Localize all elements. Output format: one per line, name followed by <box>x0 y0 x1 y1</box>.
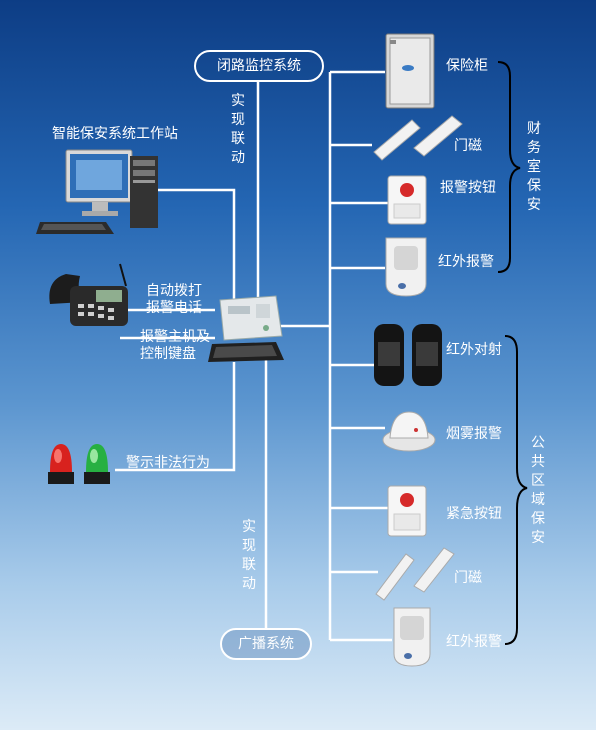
infrared-detector-icon <box>385 237 427 297</box>
device-label-smoke: 烟雾报警 <box>446 426 502 442</box>
workstation-label: 智能保安系统工作站 <box>52 126 178 142</box>
workstation-icon <box>36 149 158 234</box>
safe-icon <box>385 33 435 109</box>
alarm-host-label: 报警主机及 控制键盘 <box>140 329 210 362</box>
phone-icon <box>49 263 128 326</box>
alarm-button-icon <box>387 175 427 225</box>
broadcast-system-node: 广播系统 <box>220 628 312 660</box>
device-label-emergency-button: 紧急按钮 <box>446 506 502 522</box>
device-label-infrared-beam: 红外对射 <box>446 342 502 358</box>
device-label-alarm-button: 报警按钮 <box>440 180 496 196</box>
warning-label: 警示非法行为 <box>126 455 210 471</box>
infrared-beam-icon <box>374 324 442 386</box>
broadcast-system-label: 广播系统 <box>238 636 294 652</box>
warning-lights-icon <box>48 444 110 484</box>
linkage-label-top: 实现联动 <box>231 93 245 166</box>
device-label-safe: 保险柜 <box>446 58 488 74</box>
group-label-public: 公共区域保安 <box>531 435 545 546</box>
device-label-door-magnet-2: 门磁 <box>454 570 482 586</box>
cctv-system-node: 闭路监控系统 <box>194 50 324 82</box>
autodial-label: 自动拨打 报警电话 <box>146 283 202 316</box>
door-magnet-icon <box>373 115 463 161</box>
alarm-host-icon <box>208 295 284 362</box>
emergency-button-icon <box>387 485 427 537</box>
door-magnet-icon-2 <box>375 547 455 601</box>
device-label-door-magnet-1: 门磁 <box>454 138 482 154</box>
smoke-detector-icon <box>382 411 436 452</box>
device-label-infrared-1: 红外报警 <box>438 254 494 270</box>
cctv-system-label: 闭路监控系统 <box>217 58 301 74</box>
linkage-label-bottom: 实现联动 <box>242 519 256 592</box>
group-label-finance: 财务室保安 <box>527 121 541 213</box>
infrared-detector-icon-2 <box>393 607 431 667</box>
device-label-infrared-2: 红外报警 <box>446 634 502 650</box>
